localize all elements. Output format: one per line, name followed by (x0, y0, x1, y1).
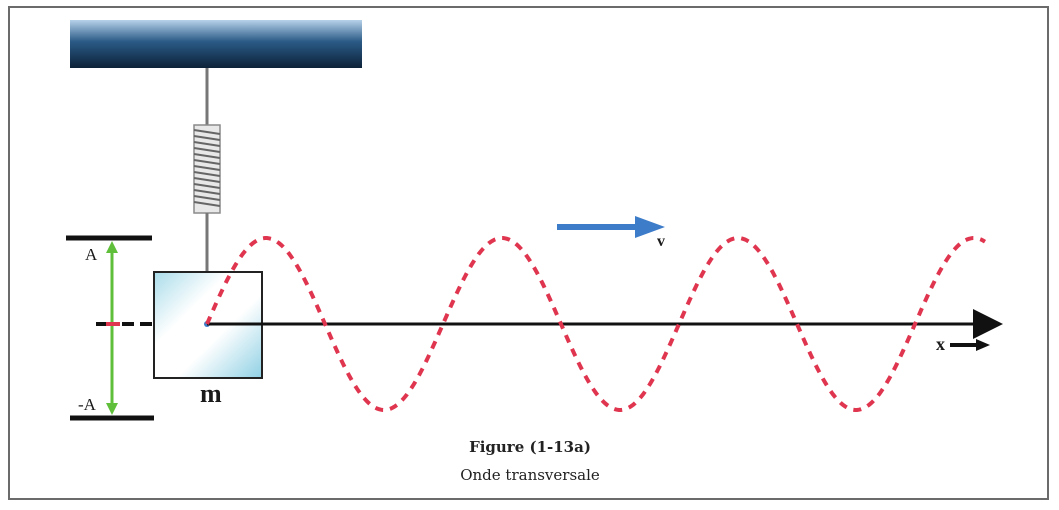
velocity-label: v (657, 233, 665, 250)
spring-icon (193, 124, 221, 214)
figure-caption-title: Figure (1-13a) (469, 438, 591, 456)
velocity-arrow (557, 216, 665, 238)
propagation-arrow (950, 339, 990, 351)
figure-frame (8, 6, 1049, 500)
mass-label: m (200, 379, 222, 408)
transverse-wave (205, 236, 987, 412)
amplitude-pos-label: A (85, 245, 98, 264)
amplitude-neg-label: -A (78, 395, 97, 414)
axis-label: x (936, 334, 945, 354)
amplitude-arrow (106, 241, 118, 415)
ceiling-support (70, 20, 362, 68)
figure-caption-subtitle: Onde transversale (460, 466, 600, 484)
